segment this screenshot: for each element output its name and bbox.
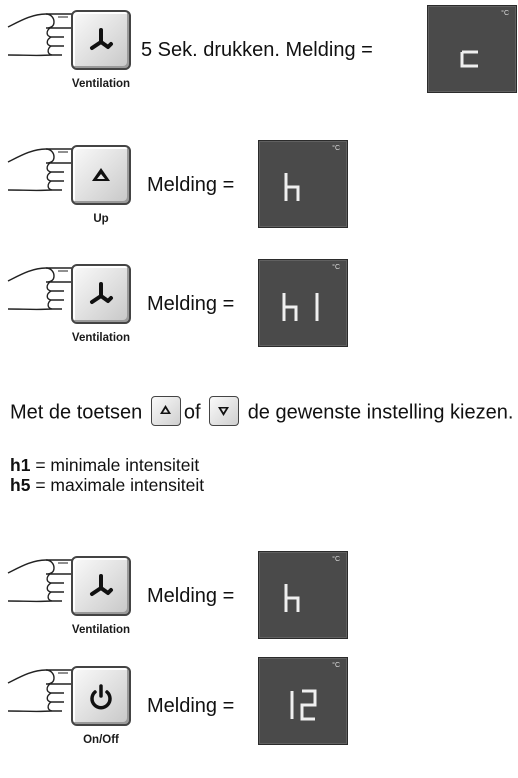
ventilation-icon [90, 282, 113, 304]
display-panel: °C [258, 140, 348, 228]
display-panel: °C [258, 657, 348, 745]
step-2: Up Melding = °C [0, 140, 518, 250]
degree-celsius-label: °C [332, 145, 340, 152]
legend-code: h5 [10, 475, 31, 495]
legend-h5: h5 = maximale intensiteit [10, 475, 204, 496]
legend-code: h1 [10, 455, 31, 475]
down-key[interactable] [209, 396, 240, 426]
display-panel: °C [427, 5, 517, 93]
display-segment-text [284, 173, 300, 201]
up-arrow-icon [92, 168, 110, 181]
on-off-button[interactable] [71, 666, 131, 726]
ventilation-icon [90, 574, 113, 596]
step-message: Melding = [147, 174, 235, 196]
instruction-prefix: Met de toetsen [10, 401, 143, 424]
ventilation-button[interactable] [71, 264, 131, 324]
button-label: Ventilation [71, 624, 131, 636]
button-label: Ventilation [71, 332, 131, 344]
degree-celsius-label: °C [332, 556, 340, 563]
step-4: Ventilation Melding = °C [0, 551, 518, 661]
step-message: 5 Sek. drukken. Melding = [141, 39, 373, 61]
up-key[interactable] [150, 396, 181, 426]
display-panel: °C [258, 551, 348, 639]
display-panel: °C [258, 259, 348, 347]
button-label: Up [93, 213, 109, 225]
pointing-hand-icon [7, 13, 81, 57]
degree-celsius-label: °C [332, 264, 340, 271]
up-button[interactable] [71, 145, 131, 205]
display-segment-text [284, 584, 300, 612]
step-5: On/Off Melding = °C [0, 657, 518, 771]
ventilation-button[interactable] [71, 10, 131, 70]
step-3: Ventilation Melding = °C [0, 259, 518, 369]
ventilation-icon [90, 28, 113, 50]
button-label: Ventilation [71, 78, 131, 90]
pointing-hand-icon [7, 559, 81, 603]
display-segment-text [290, 689, 317, 721]
legend-text: = maximale intensiteit [35, 475, 205, 495]
legend-h1: h1 = minimale intensiteit [10, 455, 199, 476]
instruction-suffix: de gewenste instelling kiezen. [247, 401, 514, 424]
pointing-hand-icon [7, 148, 81, 192]
step-message: Melding = [147, 695, 235, 717]
degree-celsius-label: °C [501, 10, 509, 17]
instruction-line: Met de toetsen of de gewenste instelling… [10, 396, 514, 428]
down-arrow-icon [218, 407, 230, 416]
instruction-conjunction: of [183, 401, 201, 424]
step-message: Melding = [147, 293, 235, 315]
step-message: Melding = [147, 585, 235, 607]
legend-text: = minimale intensiteit [35, 455, 200, 475]
step-1: Ventilation 5 Sek. drukken. Melding = °C [0, 5, 518, 115]
up-arrow-icon [159, 405, 171, 414]
degree-celsius-label: °C [332, 662, 340, 669]
power-icon [90, 684, 112, 710]
display-segment-text [460, 50, 478, 68]
button-label: On/Off [83, 734, 119, 746]
display-segment-text [282, 293, 319, 321]
ventilation-button[interactable] [71, 556, 131, 616]
